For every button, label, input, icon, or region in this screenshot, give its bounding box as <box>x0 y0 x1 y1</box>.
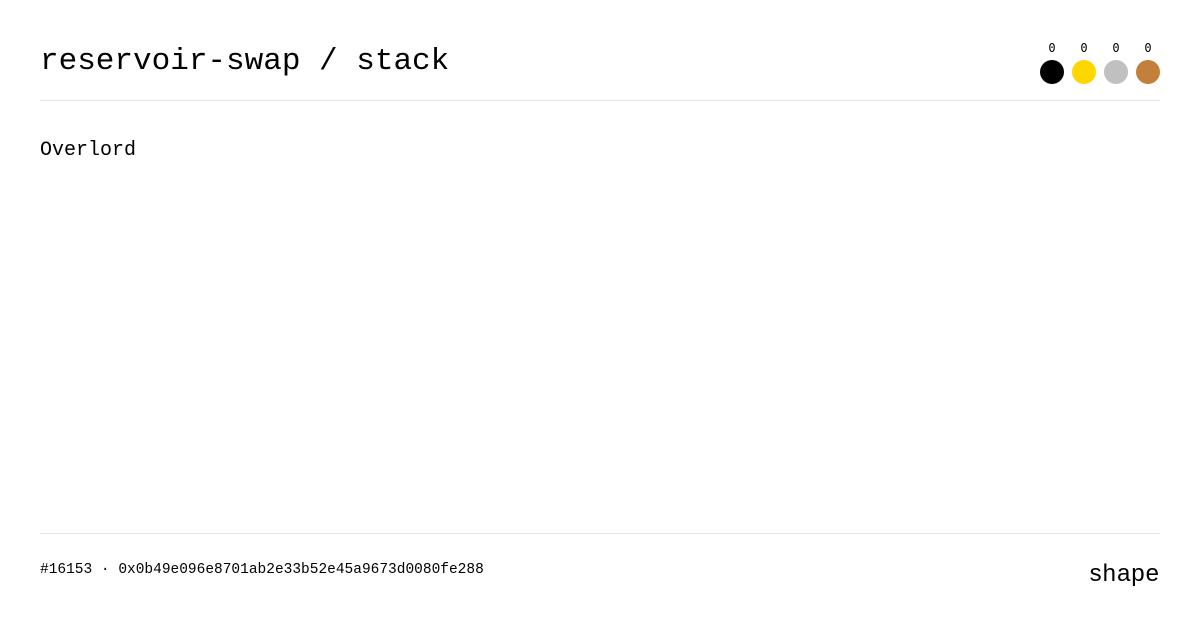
medal-count: 0 <box>1112 41 1120 55</box>
medal-count: 0 <box>1048 41 1056 55</box>
brand-logo: shape <box>1089 560 1160 587</box>
subtitle: Overlord <box>40 139 137 162</box>
bronze-medal-icon <box>1136 60 1160 84</box>
medal-count: 0 <box>1080 41 1088 55</box>
header: reservoir-swap / stack 0 0 0 0 <box>40 0 1160 101</box>
black-medal-icon <box>1040 60 1064 84</box>
page-title: reservoir-swap / stack <box>40 44 450 79</box>
token-id-address: #16153 · 0x0b49e096e8701ab2e33b52e45a967… <box>40 562 484 578</box>
footer: #16153 · 0x0b49e096e8701ab2e33b52e45a967… <box>40 533 1160 631</box>
medal-silver: 0 <box>1104 40 1128 84</box>
silver-medal-icon <box>1104 60 1128 84</box>
gold-medal-icon <box>1072 60 1096 84</box>
medal-counts: 0 0 0 0 <box>1040 40 1160 84</box>
medal-bronze: 0 <box>1136 40 1160 84</box>
medal-gold: 0 <box>1072 40 1096 84</box>
medal-count: 0 <box>1144 41 1152 55</box>
medal-black: 0 <box>1040 40 1064 84</box>
